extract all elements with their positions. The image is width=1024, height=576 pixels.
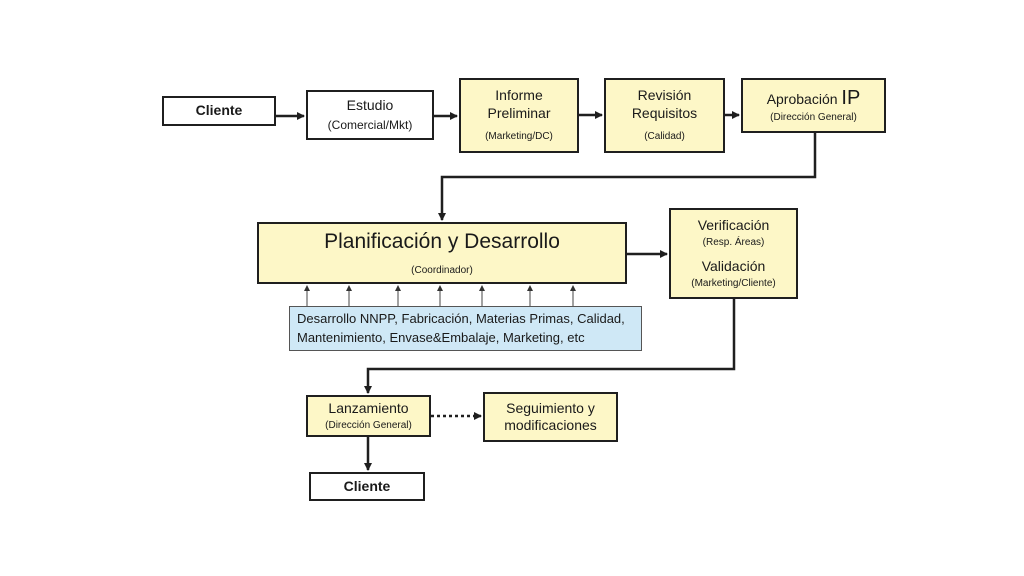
node-label: Cliente xyxy=(343,477,391,494)
node-role-verificacion: (Resp. Áreas) xyxy=(702,236,765,248)
node-role: (Marketing/DC) xyxy=(485,131,553,143)
node-areas: Desarrollo NNPP, Fabricación, Materias P… xyxy=(289,306,642,351)
node-aprobacion: Aprobación IP (Dirección General) xyxy=(741,78,886,133)
node-title: Estudio xyxy=(346,97,394,114)
node-title-line2: Requisitos xyxy=(631,104,698,121)
node-label: Cliente xyxy=(195,102,243,119)
node-title-emphasis: IP xyxy=(841,87,861,110)
node-title: Lanzamiento xyxy=(328,400,409,416)
areas-line1: Desarrollo NNPP, Fabricación, Materias P… xyxy=(297,310,625,326)
node-verificacion: Verificación (Resp. Áreas) Validación (M… xyxy=(669,208,798,299)
node-estudio: Estudio (Comercial/Mkt) xyxy=(306,90,434,140)
node-role: (Dirección General) xyxy=(325,419,412,431)
node-role: (Coordinador) xyxy=(411,264,473,276)
node-title-verificacion: Verificación xyxy=(697,217,770,233)
node-title-line1: Revisión xyxy=(637,87,692,104)
node-planificacion: Planificación y Desarrollo (Coordinador) xyxy=(257,222,627,284)
node-title-line2: Preliminar xyxy=(487,104,551,121)
node-title-line1: Seguimiento y xyxy=(506,399,595,416)
node-title: Aprobación IP xyxy=(767,86,861,111)
node-cliente-end: Cliente xyxy=(309,472,425,501)
node-seguimiento: Seguimiento y modificaciones xyxy=(483,392,618,442)
node-title-text: Aprobación xyxy=(766,91,838,108)
node-role: (Comercial/Mkt) xyxy=(327,117,413,132)
node-role: (Dirección General) xyxy=(770,112,857,124)
node-revision: Revisión Requisitos (Calidad) xyxy=(604,78,725,153)
node-lanzamiento: Lanzamiento (Dirección General) xyxy=(306,395,431,437)
node-role: (Calidad) xyxy=(644,131,685,143)
node-title-line1: Informe xyxy=(495,87,543,104)
areas-line2: Mantenimiento, Envase&Embalaje, Marketin… xyxy=(297,330,585,345)
node-title-line2: modificaciones xyxy=(504,417,597,433)
node-cliente-start: Cliente xyxy=(162,96,276,126)
node-title: Planificación y Desarrollo xyxy=(324,229,560,253)
node-informe: Informe Preliminar (Marketing/DC) xyxy=(459,78,579,153)
node-title-validacion: Validación xyxy=(701,258,766,274)
node-role-validacion: (Marketing/Cliente) xyxy=(691,277,776,289)
